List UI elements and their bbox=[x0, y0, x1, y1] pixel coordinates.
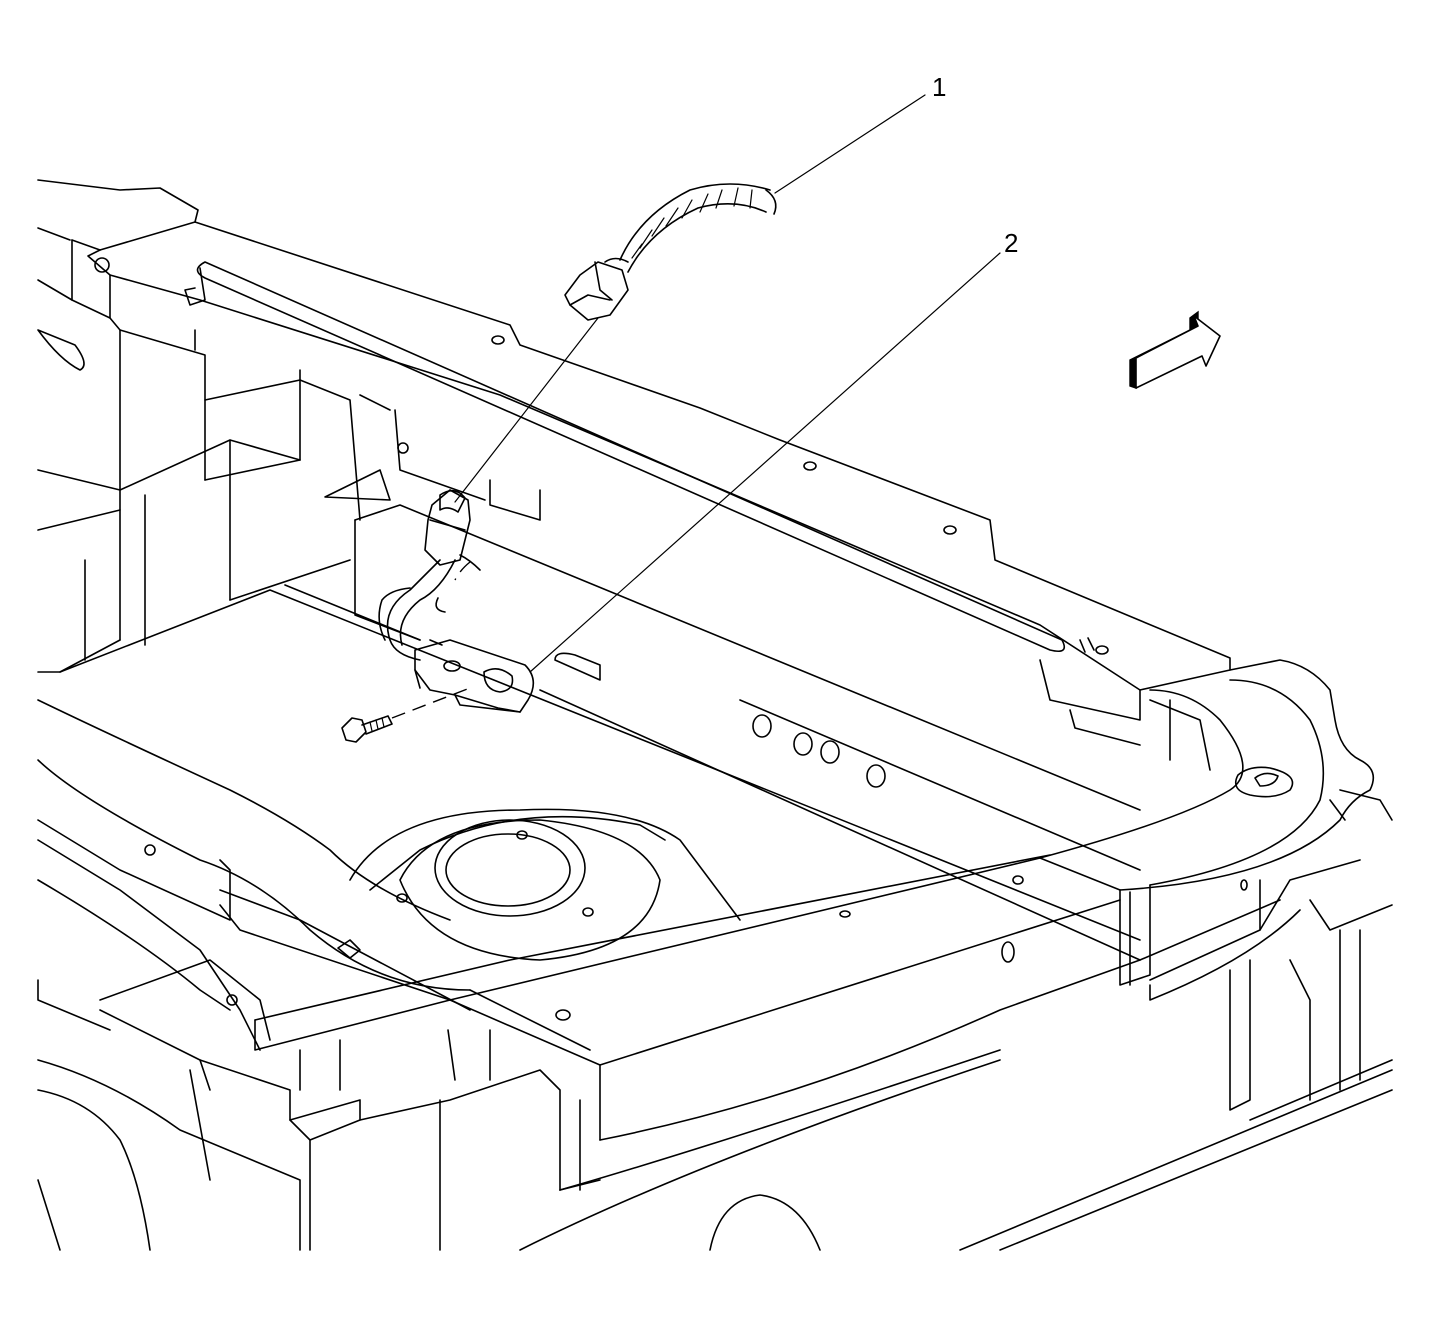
wiring-harness-connector bbox=[378, 183, 777, 661]
rear-crossmember-beam bbox=[254, 854, 1151, 1141]
floor-panel bbox=[37, 504, 1141, 961]
callout-label-2: 2 bbox=[1004, 228, 1018, 258]
right-rear-frame-ring bbox=[1039, 659, 1393, 981]
left-side-structure bbox=[37, 227, 541, 673]
left-frame-rail bbox=[37, 699, 471, 1051]
rear-crossmember-panel bbox=[37, 179, 1231, 746]
ground-terminal-eyelet bbox=[414, 639, 535, 713]
lower-rear-structure bbox=[37, 899, 1393, 1251]
callout-leader-lines bbox=[454, 94, 1001, 673]
spare-tire-well bbox=[349, 808, 741, 1021]
bolt-icon bbox=[341, 687, 471, 743]
callout-label-1: 1 bbox=[932, 72, 946, 102]
front-direction-arrow-icon bbox=[1129, 310, 1221, 389]
